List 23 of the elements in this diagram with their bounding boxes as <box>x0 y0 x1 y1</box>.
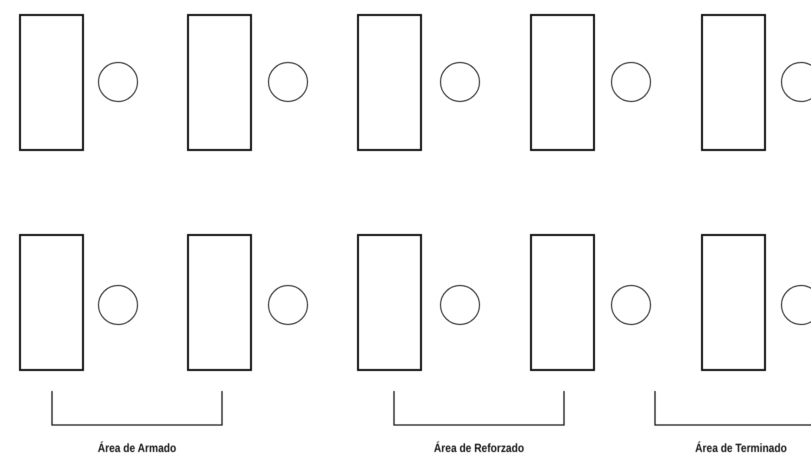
circle-shape <box>440 285 480 325</box>
circle-shape <box>98 285 138 325</box>
circle-shape <box>611 62 651 102</box>
rectangle-shape <box>530 234 595 371</box>
circle-shape <box>781 285 811 325</box>
rectangle-shape <box>357 14 422 151</box>
circle-shape <box>268 62 308 102</box>
rectangle-shape <box>701 14 766 151</box>
circle-shape <box>268 285 308 325</box>
circle-shape <box>98 62 138 102</box>
area-label: Área de Armado <box>98 441 176 455</box>
rectangle-shape <box>701 234 766 371</box>
rectangle-shape <box>187 14 252 151</box>
area-label: Área de Terminado <box>695 441 787 455</box>
circle-shape <box>440 62 480 102</box>
rectangle-shape <box>357 234 422 371</box>
rectangle-shape <box>530 14 595 151</box>
rectangle-shape <box>19 14 84 151</box>
rectangle-shape <box>19 234 84 371</box>
rectangle-shape <box>187 234 252 371</box>
area-label: Área de Reforzado <box>434 441 524 455</box>
circle-shape <box>781 62 811 102</box>
circle-shape <box>611 285 651 325</box>
